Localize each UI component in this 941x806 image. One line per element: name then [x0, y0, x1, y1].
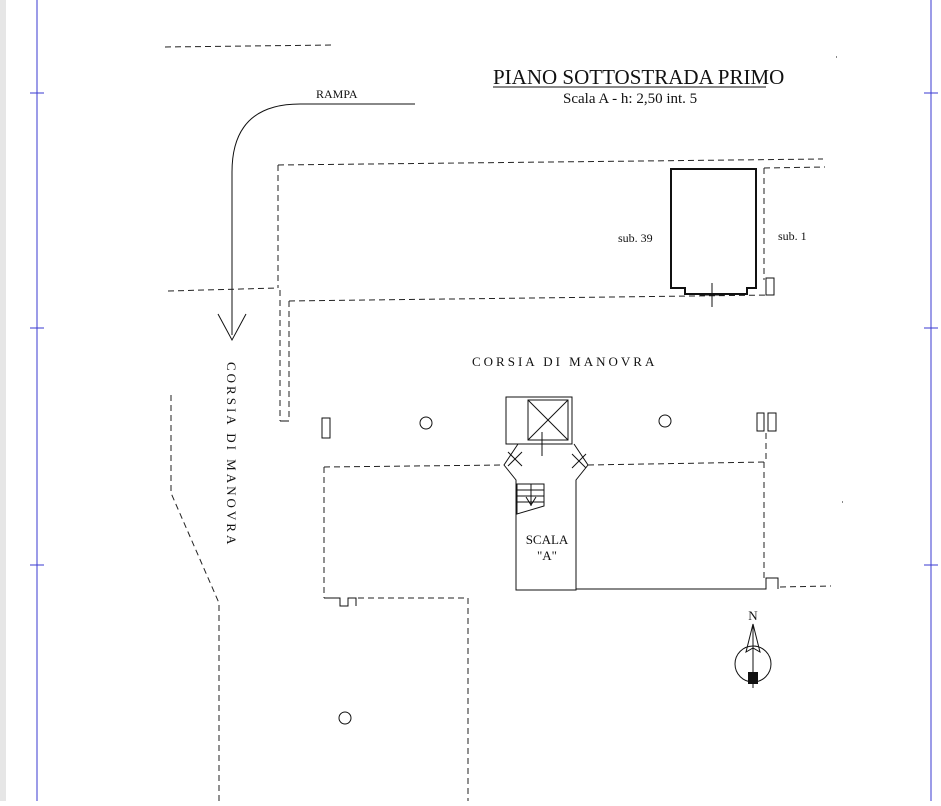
column-icon: [756, 412, 765, 432]
north-arrow-icon: N: [734, 608, 772, 688]
stair-core: SCALA "A": [503, 396, 589, 591]
left-corridor-boundary: [170, 395, 220, 801]
page-gutter: [0, 0, 6, 801]
column-icon: [658, 414, 672, 428]
column-icon: [338, 711, 352, 725]
ramp-arrow-icon: [217, 313, 247, 342]
sub-1-label: sub. 1: [778, 229, 807, 243]
top-dashed-line: [164, 44, 333, 48]
upper-corridor-outline: [167, 158, 826, 422]
scala-label-line1: SCALA: [526, 532, 569, 547]
sheet-frame: [30, 0, 938, 801]
columns: [321, 412, 777, 725]
column-icon: [767, 412, 777, 432]
corsia-horizontal-label: CORSIA DI MANOVRA: [472, 354, 657, 369]
stair-icon: [516, 483, 545, 515]
scala-label-line2: "A": [537, 548, 557, 563]
ramp-label: RAMPA: [316, 87, 358, 101]
unit-sub-39: sub. 39 sub. 1: [618, 168, 807, 307]
drawing-subtitle: Scala A - h: 2,50 int. 5: [563, 91, 697, 107]
drawing-title: PIANO SOTTOSTRADA PRIMO: [493, 65, 784, 89]
sub-39-label: sub. 39: [618, 231, 653, 245]
north-label: N: [748, 608, 758, 623]
lower-area-outline: [323, 433, 832, 801]
corsia-vertical-label: CORSIA DI MANOVRA: [224, 362, 239, 547]
ramp: RAMPA: [217, 87, 415, 342]
column-icon: [321, 417, 331, 439]
column-icon: [419, 416, 433, 430]
